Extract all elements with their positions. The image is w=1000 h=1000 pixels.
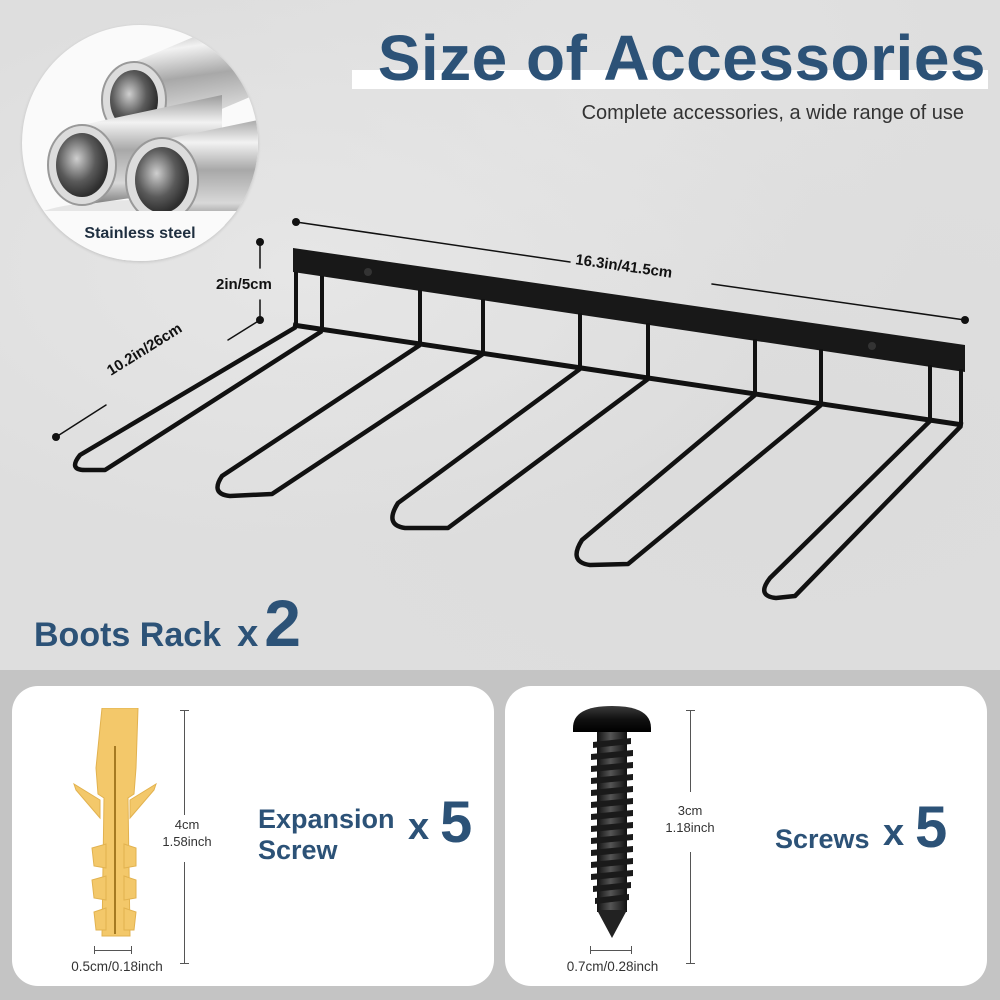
length-line-top bbox=[690, 710, 691, 792]
screw-length-cm: 3cm bbox=[677, 803, 703, 818]
anchor-length-in: 1.58inch bbox=[162, 834, 212, 849]
screw-width-label: 0.7cm/0.28inch bbox=[566, 959, 659, 974]
anchor-length-label: 4cm 1.58inch bbox=[157, 816, 217, 850]
steel-tubes-icon bbox=[22, 25, 258, 261]
rack-quantity: 2 bbox=[264, 586, 301, 660]
rack-multiplier: x bbox=[237, 613, 259, 655]
screws-multiplier: x bbox=[883, 812, 905, 854]
width-tick-right bbox=[131, 946, 132, 954]
screw-icon bbox=[573, 706, 651, 938]
boots-rack-illustration bbox=[52, 218, 969, 601]
rack-name: Boots Rack bbox=[34, 616, 222, 654]
expansion-screw-multiplier: x bbox=[408, 806, 430, 848]
length-line-bottom bbox=[184, 862, 185, 963]
anchor-length-cm: 4cm bbox=[174, 817, 200, 832]
expansion-screw-quantity: 5 bbox=[440, 790, 473, 855]
rack-height-label: 2in/5cm bbox=[216, 276, 272, 293]
length-line-bottom bbox=[690, 852, 691, 963]
title-highlight-bar bbox=[352, 70, 988, 89]
screw-length-label: 3cm 1.18inch bbox=[655, 802, 725, 836]
screw-length-in: 1.18inch bbox=[665, 820, 715, 835]
length-tick-bottom bbox=[180, 963, 189, 964]
page-title: Size of Accessories bbox=[377, 22, 986, 94]
anchor-width-label: 0.5cm/0.18inch bbox=[71, 959, 163, 974]
material-label: Stainless steel bbox=[84, 225, 196, 242]
expansion-screw-name: Expansion Screw bbox=[258, 804, 395, 866]
width-tick-right bbox=[631, 946, 632, 954]
width-tick-left bbox=[94, 946, 95, 954]
page-subtitle: Complete accessories, a wide range of us… bbox=[581, 102, 964, 124]
length-tick-bottom bbox=[686, 963, 695, 964]
width-line bbox=[94, 950, 132, 951]
length-line-top bbox=[184, 710, 185, 815]
expansion-screw-name-line1: Expansion bbox=[258, 804, 395, 834]
width-tick-left bbox=[590, 946, 591, 954]
expansion-screw-card: 4cm 1.58inch 0.5cm/0.18inch Expansion Sc… bbox=[12, 686, 494, 986]
wall-anchor-icon bbox=[73, 708, 157, 937]
material-badge: Stainless steel bbox=[22, 25, 258, 261]
rack-quantity-label: Boots Rack x2 bbox=[34, 585, 301, 661]
screws-name: Screws bbox=[775, 824, 870, 854]
hero-section: Size of Accessories Complete accessories… bbox=[0, 0, 1000, 670]
screws-quantity: 5 bbox=[915, 795, 948, 860]
width-line bbox=[590, 950, 632, 951]
screws-card: 3cm 1.18inch 0.7cm/0.28inch Screws x 5 bbox=[505, 686, 987, 986]
expansion-screw-name-line2: Screw bbox=[258, 835, 338, 865]
